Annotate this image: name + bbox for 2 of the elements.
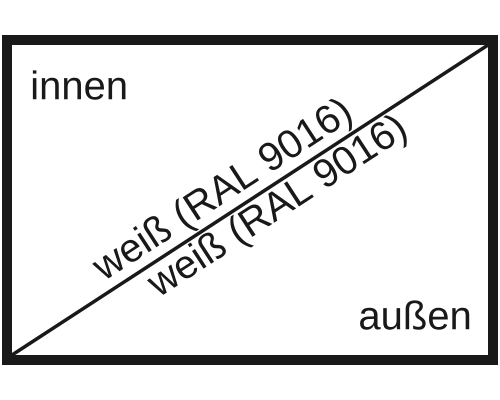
region-label: innen [32,70,126,100]
region-label: außen [360,300,470,330]
